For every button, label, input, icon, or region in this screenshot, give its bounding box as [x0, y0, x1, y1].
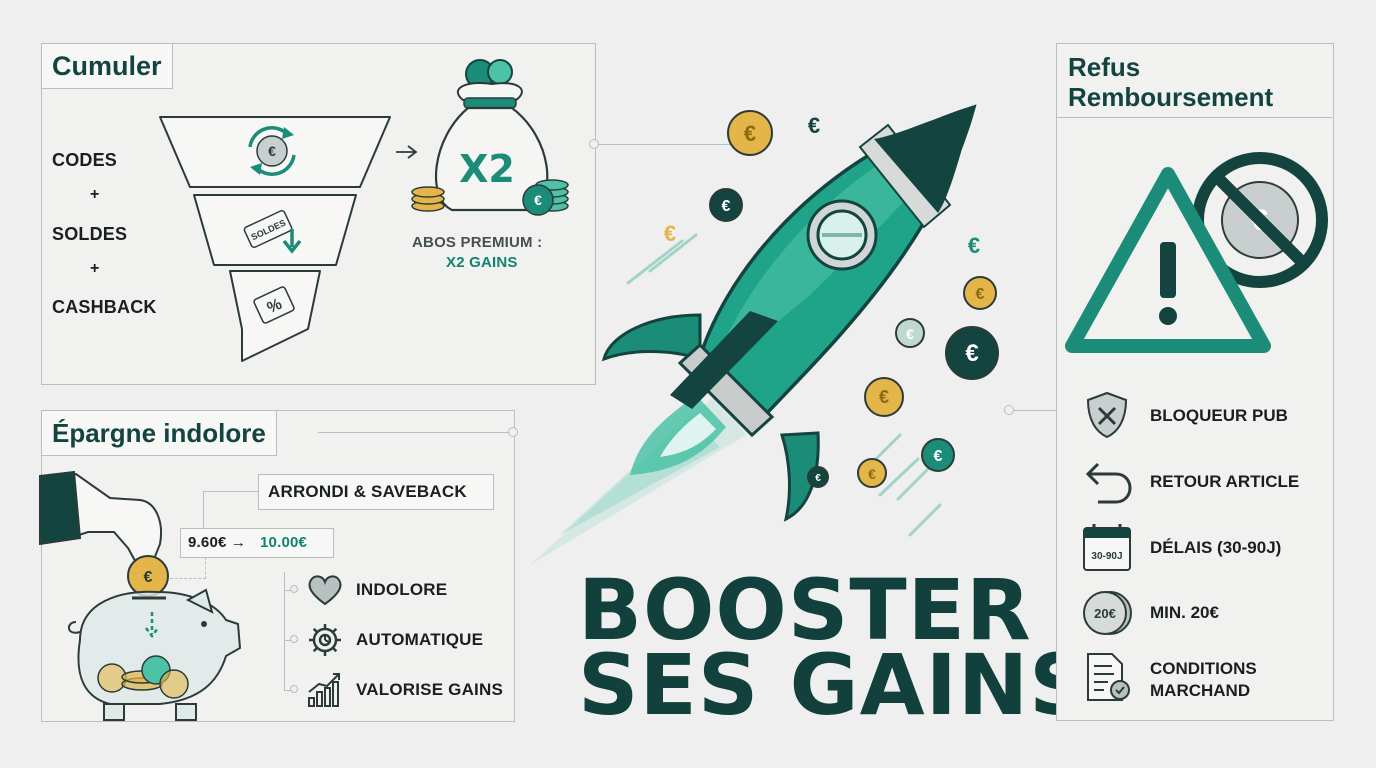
refus-item-delais: DÉLAIS (30-90J)	[1150, 538, 1282, 557]
svg-text:€: €	[808, 113, 820, 138]
connector-line	[170, 578, 206, 579]
funnel-diagram: € SOLDES %	[159, 116, 418, 362]
svg-text:€: €	[268, 143, 276, 159]
connector-line	[1012, 410, 1056, 411]
svg-text:€: €	[965, 340, 978, 367]
svg-text:€: €	[906, 326, 914, 342]
coin-icon: 20€	[1083, 591, 1132, 635]
plus-sign-1: +	[90, 186, 100, 203]
connector-line	[284, 572, 286, 690]
svg-text:€: €	[976, 286, 985, 303]
percent-tag-icon: %	[253, 286, 295, 324]
growth-chart-icon	[308, 673, 340, 707]
connector-line	[205, 557, 207, 579]
svg-text:30-90J: 30-90J	[1091, 551, 1122, 562]
refus-item-conditions-line2: MARCHAND	[1150, 681, 1251, 700]
refus-item-bloqueur: BLOQUEUR PUB	[1150, 406, 1288, 425]
gear-icon	[309, 624, 341, 656]
svg-text:€: €	[934, 448, 943, 465]
arrondi-saveback-label: ARRONDI & SAVEBACK	[268, 482, 467, 501]
feature-automatique: AUTOMATIQUE	[356, 630, 484, 649]
connector-dot	[290, 635, 298, 643]
connector-dot	[290, 685, 298, 693]
down-arrow-icon	[282, 229, 302, 254]
refus-item-retour: RETOUR ARTICLE	[1150, 472, 1300, 491]
cumuler-item-soldes: SOLDES	[52, 224, 128, 244]
connector-dot	[1004, 405, 1014, 415]
svg-text:€: €	[744, 121, 756, 146]
connector-dot	[290, 585, 298, 593]
round-to-value: 10.00€	[260, 534, 308, 551]
refus-item-conditions-line1: CONDITIONS	[1150, 659, 1257, 678]
rounding-box	[180, 528, 334, 558]
calendar-icon: 30-90J	[1083, 524, 1131, 571]
arrondi-saveback-tag	[258, 474, 494, 510]
refus-title-box	[1056, 43, 1332, 118]
return-arrow-icon	[1085, 462, 1132, 504]
plus-sign-2: +	[90, 260, 100, 277]
refus-item-min: MIN. 20€	[1150, 603, 1219, 622]
heart-icon	[308, 575, 342, 606]
connector-dot	[508, 427, 518, 437]
recycle-icon: €	[248, 126, 296, 176]
feature-valorise-gains: VALORISE GAINS	[356, 680, 504, 699]
svg-text:€: €	[144, 569, 153, 586]
bag-x2-label: X2	[459, 147, 515, 191]
sale-tag-icon: SOLDES	[243, 209, 293, 249]
headline-line2: SES GAINS	[578, 636, 1091, 734]
svg-text:€: €	[815, 473, 821, 484]
cumuler-item-cashback: CASHBACK	[52, 297, 157, 317]
svg-text:€: €	[879, 387, 889, 407]
shield-x-icon	[1086, 391, 1128, 439]
svg-text:€: €	[664, 221, 676, 246]
connector-dot	[589, 139, 599, 149]
connector-line	[594, 144, 734, 145]
warning-icon: €	[1065, 152, 1328, 353]
premium-caption-line1: ABOS PREMIUM :	[412, 234, 543, 251]
svg-text:€: €	[722, 198, 731, 215]
svg-text:20€: 20€	[1094, 606, 1116, 621]
round-from-value: 9.60€ →	[188, 534, 247, 551]
document-check-icon	[1087, 653, 1130, 701]
refus-title-line2: Remboursement	[1068, 82, 1274, 112]
rocket-illustration: € € € € € € € € € € € €	[530, 104, 999, 565]
connector-line	[203, 491, 259, 532]
feature-indolore: INDOLORE	[356, 580, 448, 599]
svg-text:%: %	[265, 296, 285, 317]
premium-caption-line2: X2 GAINS	[446, 254, 518, 271]
svg-text:€: €	[968, 233, 980, 258]
money-bag-icon: X2 €	[411, 59, 569, 216]
svg-text:€: €	[868, 466, 876, 482]
svg-text:€: €	[534, 192, 542, 208]
connector-line	[318, 432, 513, 433]
headline-line1: BOOSTER	[578, 561, 1032, 659]
cumuler-item-codes: CODES	[52, 150, 118, 170]
cumuler-title: Cumuler	[41, 43, 173, 89]
piggy-bank-illustration: €	[39, 470, 242, 721]
refus-title-line1: Refus	[1068, 52, 1141, 82]
epargne-title: Épargne indolore	[41, 410, 277, 456]
